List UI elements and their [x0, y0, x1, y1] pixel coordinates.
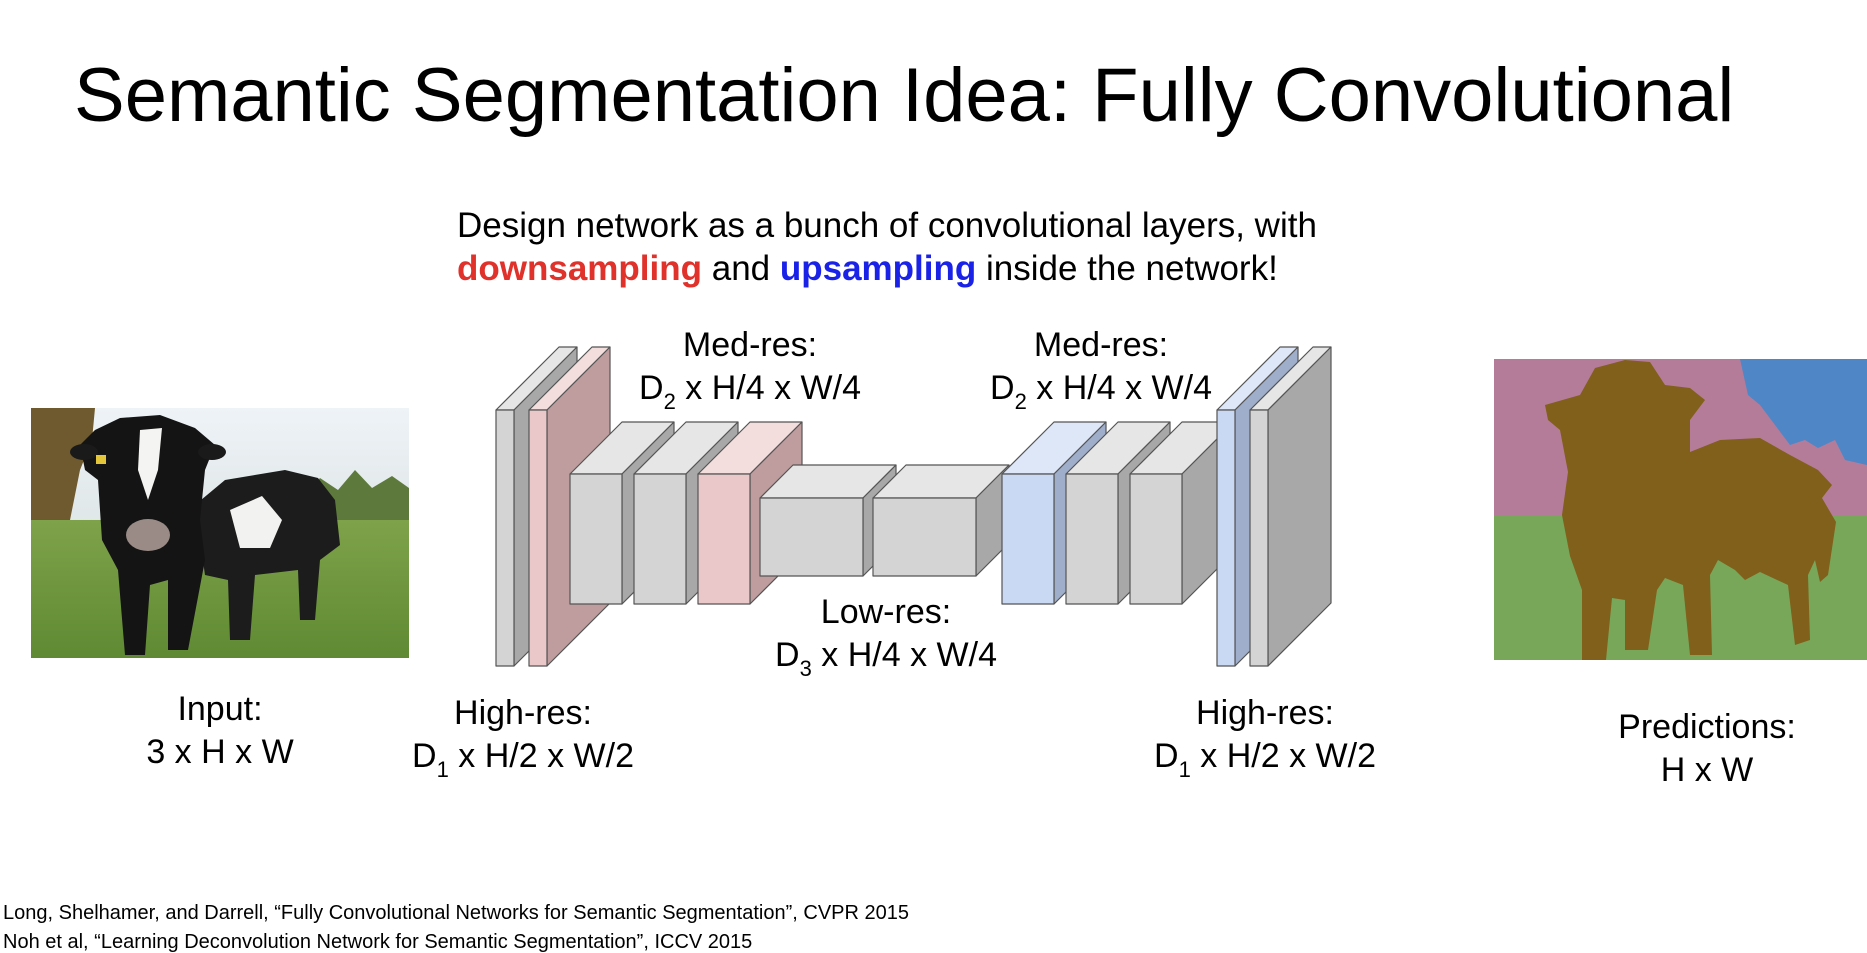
photo-cow-ear-left [70, 444, 98, 460]
reference-1: Long, Shelhamer, and Darrell, “Fully Con… [3, 902, 909, 924]
label-predictions-title: Predictions: [1618, 708, 1796, 746]
photo-cow-back-patch [230, 496, 282, 548]
subtitle-tail: inside the network! [976, 249, 1278, 288]
layer-med-res-left-3-front [697, 473, 751, 605]
input-cow-photo [31, 408, 409, 658]
label-low-res-dims: D3 x H/4 x W/4 [775, 636, 997, 681]
slide-title: Semantic Segmentation Idea: Fully Convol… [74, 53, 1735, 138]
label-input-dims: 3 x H x W [146, 733, 294, 771]
label-med-res-left-dims: D2 x H/4 x W/4 [639, 369, 861, 414]
label-med-res-left: Med-res: D2 x H/4 x W/4 [639, 324, 861, 414]
label-high-res-left: High-res: D1 x H/2 x W/2 [412, 692, 634, 782]
reference-2: Noh et al, “Learning Deconvolution Netwo… [3, 931, 753, 953]
upsampling-word: upsampling [779, 249, 977, 288]
layer-high-res-right-1-front [1216, 409, 1236, 667]
layer-low-res-2-front [872, 497, 977, 577]
label-input: Input: 3 x H x W [146, 688, 293, 774]
photo-cow-front-blaze [138, 428, 162, 500]
layer-high-res-left-2-front [528, 409, 548, 667]
label-predictions: Predictions: H x W [1618, 706, 1796, 792]
network-layer-boxes [495, 346, 1332, 667]
photo-cow-ear-tag [96, 455, 106, 464]
layer-high-res-left-1-front [495, 409, 515, 667]
label-high-res-right-title: High-res: [1196, 694, 1334, 732]
segment-sky-blue [1740, 359, 1867, 465]
layer-med-res-right-2-front [1065, 473, 1119, 605]
and-word: and [702, 249, 780, 288]
label-input-title: Input: [177, 690, 263, 728]
layer-low-res-1-front [759, 497, 864, 577]
photo-trees-left [31, 408, 95, 530]
label-med-res-right-title: Med-res: [1033, 326, 1169, 364]
layer-high-res-right-2 [1249, 346, 1332, 667]
label-low-res-title: Low-res: [820, 593, 952, 631]
label-predictions-dims: H x W [1660, 751, 1754, 789]
label-high-res-left-title: High-res: [454, 694, 592, 732]
label-med-res-right-dims: D2 x H/4 x W/4 [990, 369, 1212, 414]
label-high-res-left-dims: D1 x H/2 x W/2 [412, 737, 634, 782]
label-high-res-right-dims: D1 x H/2 x W/2 [1154, 737, 1376, 782]
label-low-res: Low-res: D3 x H/4 x W/4 [775, 591, 997, 681]
photo-cow-muzzle [126, 519, 170, 551]
photo-cow-ear-right [198, 444, 226, 460]
segment-cow [1545, 360, 1836, 660]
label-med-res-left-title: Med-res: [682, 326, 818, 364]
layer-low-res-2 [872, 464, 1010, 577]
layer-med-res-right-3-front [1129, 473, 1183, 605]
layer-med-res-left-1-front [569, 473, 623, 605]
label-high-res-right: High-res: D1 x H/2 x W/2 [1154, 692, 1376, 782]
subtitle-line1: Design network as a bunch of convolution… [457, 206, 1317, 245]
layer-high-res-right-2-front [1249, 409, 1269, 667]
downsampling-word: downsampling [457, 249, 702, 288]
label-med-res-right: Med-res: D2 x H/4 x W/4 [990, 324, 1212, 414]
layer-med-res-left-2-front [633, 473, 687, 605]
layer-med-res-right-1-front [1001, 473, 1055, 605]
prediction-segmentation-map [1494, 359, 1867, 660]
subtitle-line2: downsampling and upsampling inside the n… [457, 251, 1278, 286]
